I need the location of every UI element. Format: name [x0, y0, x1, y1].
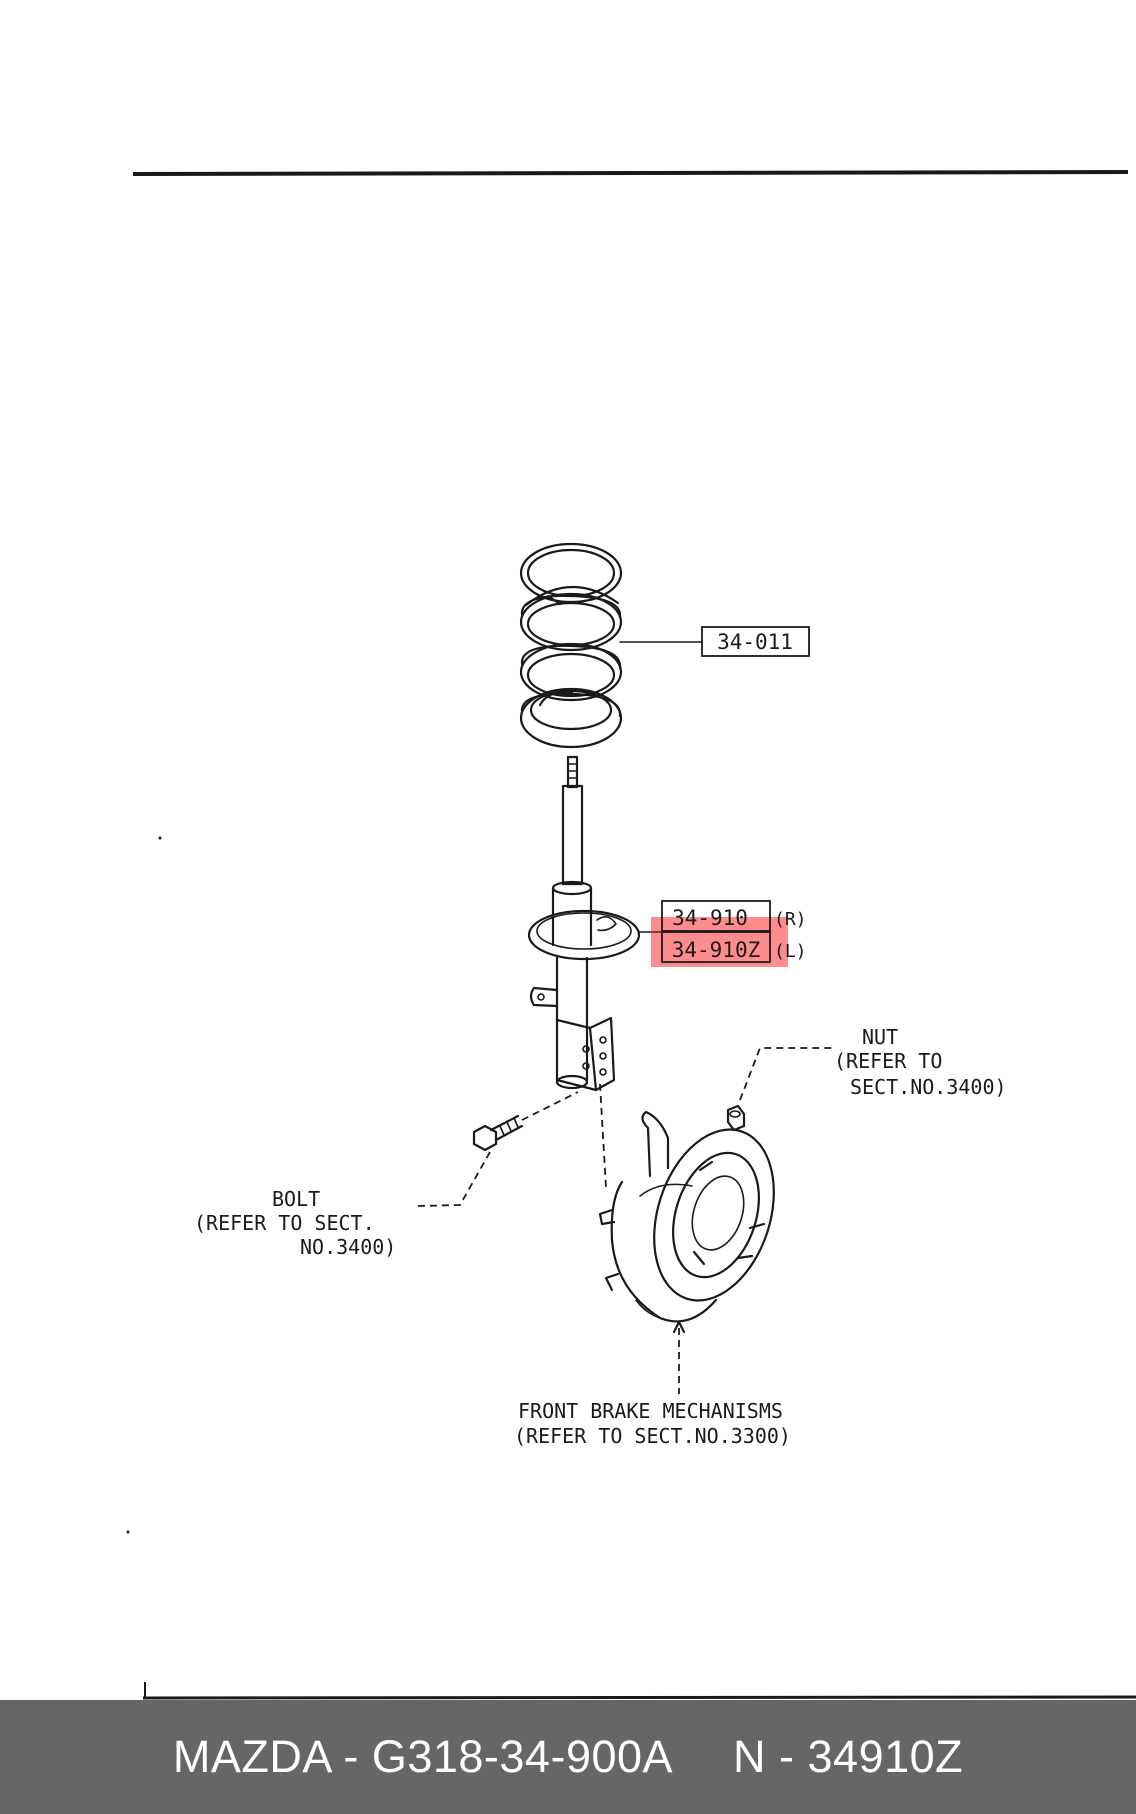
bolt-note-line3: NO.3400) — [300, 1235, 396, 1259]
bottom-border-line — [142, 1695, 1136, 1700]
code-label: N - 34910Z — [733, 1731, 964, 1782]
top-border-line — [132, 170, 1129, 176]
nut-note-line2: (REFER TO — [834, 1049, 942, 1073]
strut-right-callout-box — [661, 900, 771, 932]
brake-note-line2: (REFER TO SECT.NO.3300) — [514, 1424, 791, 1448]
hub-brake-drawing — [598, 1083, 775, 1323]
bolt-note-line1: BOLT — [272, 1187, 320, 1211]
strut-right-side-label: (R) — [774, 909, 807, 930]
nut-note-line3: SECT.NO.3400) — [850, 1075, 1007, 1099]
spring-part-number: 34-011 — [717, 630, 793, 654]
bolt-note-line2: (REFER TO SECT. — [194, 1211, 375, 1235]
parts-diagram: 34-011 34-910 — [126, 170, 1136, 1700]
brake-note-line1: FRONT BRAKE MECHANISMS — [518, 1399, 783, 1423]
part-number-label: MAZDA - G318-34-900A — [172, 1731, 674, 1782]
strut-right-part-number: 34-910 — [672, 906, 748, 930]
strut-left-callout-box — [661, 931, 771, 963]
nut-note-line1: NUT — [862, 1025, 898, 1049]
strut-left-part-number: 34-910Z — [672, 938, 761, 962]
spring-callout-box — [701, 626, 810, 657]
bolt-drawing — [472, 1114, 524, 1152]
nut-drawing — [726, 1104, 746, 1132]
coil-spring-drawing — [519, 542, 623, 749]
highlight-box — [651, 917, 788, 967]
footer-bar: MAZDA - G318-34-900A N - 34910Z — [0, 1700, 1136, 1814]
strut-left-side-label: (L) — [774, 941, 807, 962]
strut-assembly-drawing — [527, 755, 641, 1092]
